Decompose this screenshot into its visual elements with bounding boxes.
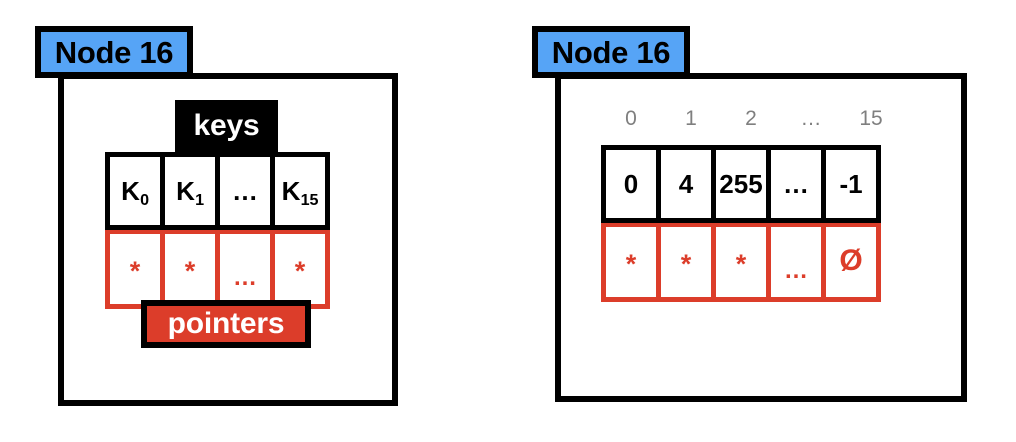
value-cell-label: …: [783, 169, 809, 199]
pointer-cell: *: [105, 229, 165, 309]
right-pointers-row: * * * … Ø: [601, 222, 901, 302]
key-cell-label: K15: [281, 176, 319, 209]
key-cell-label: …: [232, 176, 258, 206]
index-label-text: 2: [745, 106, 757, 130]
left-node-label: Node 16: [54, 34, 174, 70]
index-label-text: 0: [625, 106, 637, 130]
left-diagram: Node 16 keys K0 K1 … K15 * * … *: [0, 0, 470, 442]
key-cell-label: K1: [176, 176, 205, 209]
value-cell-label: 0: [623, 169, 639, 199]
values-row: 0 4 255 … -1: [601, 145, 901, 223]
key-cell-ellipsis: …: [215, 152, 275, 230]
keys-caption: keys: [175, 100, 278, 152]
right-diagram: Node 16 0 1 2 … 15 0 4 255 …: [500, 0, 1016, 442]
pointer-null-glyph: Ø: [839, 244, 863, 277]
pointer-cell-null: Ø: [821, 222, 881, 302]
index-label-text: 1: [685, 106, 697, 130]
left-pointers-row: * * … *: [105, 229, 340, 309]
keys-caption-label: keys: [193, 109, 260, 142]
value-cell: 0: [601, 145, 661, 223]
index-label: 2: [721, 104, 781, 132]
index-label: 1: [661, 104, 721, 132]
value-cell-ellipsis: …: [766, 145, 826, 223]
index-ruler: 0 1 2 … 15: [601, 104, 901, 132]
pointer-cell: *: [270, 229, 330, 309]
index-label-text: 15: [859, 106, 883, 130]
pointer-cell-ellipsis: …: [215, 229, 275, 309]
left-chip-stub: [58, 73, 64, 103]
value-cell: 255: [711, 145, 771, 223]
value-cell-label: 255: [719, 169, 763, 199]
pointers-caption-label: pointers: [167, 307, 285, 340]
index-label-ellipsis: …: [781, 104, 841, 132]
key-cell: K0: [105, 152, 165, 230]
pointer-cell-ellipsis: …: [766, 222, 826, 302]
pointers-caption: pointers: [141, 300, 311, 348]
value-cell: 4: [656, 145, 716, 223]
value-cell-label: -1: [839, 169, 863, 199]
index-label: 0: [601, 104, 661, 132]
keys-row: K0 K1 … K15: [105, 152, 340, 230]
pointer-cell: *: [711, 222, 771, 302]
right-chip-stub: [555, 73, 561, 103]
index-label-text: …: [800, 106, 822, 130]
value-cell-label: 4: [678, 169, 694, 199]
key-cell: K1: [160, 152, 220, 230]
pointer-cell: *: [656, 222, 716, 302]
key-cell-label: K0: [121, 176, 150, 209]
right-node-label: Node 16: [551, 34, 671, 70]
right-node-chip: Node 16: [532, 26, 690, 78]
pointer-cell: *: [601, 222, 661, 302]
pointer-cell: *: [160, 229, 220, 309]
index-label: 15: [841, 104, 901, 132]
value-cell: -1: [821, 145, 881, 223]
left-node-chip: Node 16: [35, 26, 193, 78]
key-cell: K15: [270, 152, 330, 230]
